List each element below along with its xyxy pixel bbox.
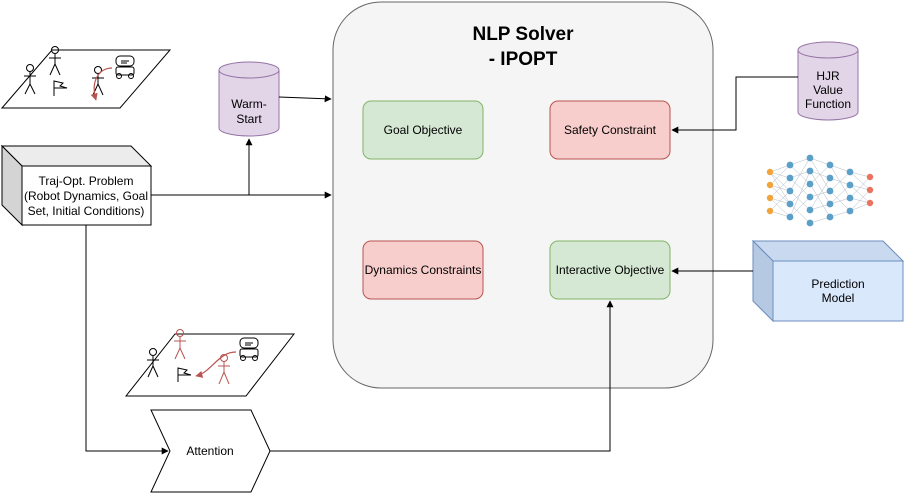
edge-attention-to-interactive [270, 300, 614, 452]
prediction-label-line1: Prediction [811, 277, 864, 291]
edge-trajopt-to-attention [85, 225, 169, 455]
traj-opt-label-line3: Set, Initial Conditions) [28, 204, 145, 218]
person-icon [92, 66, 104, 96]
robot-icon [115, 55, 135, 79]
warm-start-label-line1: Warm- [231, 97, 267, 111]
hjr-label-line2: Value [813, 83, 843, 97]
connectors [85, 76, 798, 455]
curved-arrow-icon [90, 67, 113, 101]
goal-objective-label: Goal Objective [384, 123, 463, 137]
scene-middle [124, 329, 296, 397]
person-icon [49, 46, 61, 76]
traj-opt-label-line1: Traj-Opt. Problem [39, 174, 134, 188]
goal-objective-box: Goal Objective [362, 100, 484, 160]
safety-constraint-label: Safety Constraint [564, 123, 657, 137]
hjr-label-line1: HJR [816, 69, 840, 83]
hjr-label-line3: Function [805, 97, 851, 111]
edge-warmstart-to-solver [278, 95, 332, 103]
traj-opt-label-line2: (Robot Dynamics, Goal [24, 189, 148, 203]
interactive-objective-box: Interactive Objective [549, 240, 671, 300]
prediction-model-box: Prediction Model [751, 239, 905, 323]
edge-hjr-to-safety [671, 76, 798, 134]
goal-flag-icon [53, 80, 68, 96]
traj-opt-problem-box: Traj-Opt. Problem (Robot Dynamics, Goal … [0, 144, 153, 227]
solver-title-line2: - IPOPT [489, 49, 558, 70]
hjr-value-function-cylinder: HJR Value Function [797, 41, 859, 121]
interactive-objective-label: Interactive Objective [556, 263, 665, 277]
dynamics-constraints-box: Dynamics Constraints [362, 240, 484, 300]
dynamics-constraints-label: Dynamics Constraints [365, 263, 482, 277]
attention-label: Attention [186, 444, 233, 458]
warm-start-cylinder: Warm- Start [218, 61, 280, 137]
attention-shape: Attention [150, 409, 271, 493]
scene-top-left [0, 46, 172, 109]
person-icon [174, 329, 186, 360]
person-icon [147, 348, 159, 378]
goal-flag-icon [177, 367, 192, 382]
warm-start-label-line2: Start [236, 112, 262, 126]
neural-network-icon [766, 154, 874, 227]
curved-arrow-icon [195, 351, 237, 378]
robot-icon [239, 337, 259, 361]
person-icon [24, 64, 36, 95]
safety-constraint-box: Safety Constraint [549, 100, 671, 160]
solver-title-line1: NLP Solver [472, 24, 574, 45]
prediction-label-line2: Model [822, 291, 855, 305]
